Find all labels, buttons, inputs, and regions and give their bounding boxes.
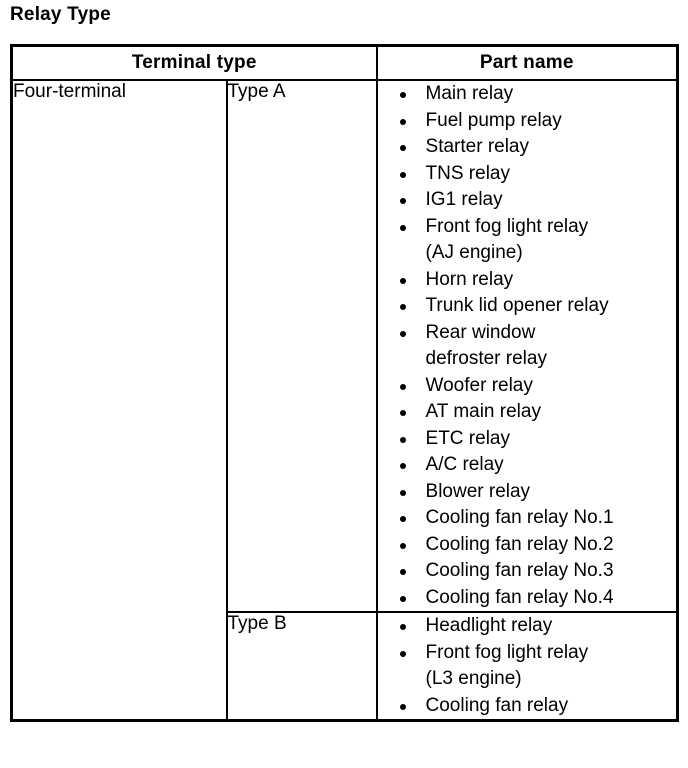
list-item: Trunk lid opener relay <box>378 293 677 320</box>
cell-part-list-type-a: Main relay Fuel pump relay Starter relay… <box>375 79 679 613</box>
list-item: AT main relay <box>378 399 677 426</box>
list-item: Fuel pump relay <box>378 108 677 135</box>
list-item: Front fog light relay (AJ engine) <box>378 214 677 267</box>
list-item: Rear window defroster relay <box>378 320 677 373</box>
list-item: ETC relay <box>378 426 677 453</box>
list-item: Blower relay <box>378 479 677 506</box>
list-item: Headlight relay <box>378 613 677 640</box>
list-item: IG1 relay <box>378 187 677 214</box>
part-list-type-a: Main relay Fuel pump relay Starter relay… <box>378 81 677 611</box>
list-item: Cooling fan relay <box>378 693 677 720</box>
page-title: Relay Type <box>10 4 111 25</box>
list-item: Woofer relay <box>378 373 677 400</box>
column-header-part-name: Part name <box>375 44 679 81</box>
cell-terminal-four-terminal: Four-terminal <box>10 79 228 722</box>
list-item: Horn relay <box>378 267 677 294</box>
list-item: Main relay <box>378 81 677 108</box>
column-header-terminal-type: Terminal type <box>10 44 378 81</box>
table-header-row: Terminal type Part name <box>10 44 679 81</box>
list-item: Cooling fan relay No.2 <box>378 532 677 559</box>
list-item: TNS relay <box>378 161 677 188</box>
table-row: Type B Headlight relay Front fog light r… <box>12 611 679 722</box>
list-item: Cooling fan relay No.1 <box>378 505 677 532</box>
relay-type-table: Terminal type Part name Four-terminal Ty… <box>10 44 680 722</box>
list-item: Front fog light relay (L3 engine) <box>378 640 677 693</box>
cell-type-a-label: Type A <box>225 79 378 613</box>
list-item: Cooling fan relay No.4 <box>378 585 677 612</box>
cell-type-b-label: Type B <box>225 611 378 722</box>
cell-part-list-type-b: Headlight relay Front fog light relay (L… <box>375 611 679 722</box>
table-row: Four-terminal Type A Main relay Fuel pum… <box>10 79 679 722</box>
list-item: Cooling fan relay No.3 <box>378 558 677 585</box>
list-item: A/C relay <box>378 452 677 479</box>
list-item: Starter relay <box>378 134 677 161</box>
part-list-type-b: Headlight relay Front fog light relay (L… <box>378 613 677 719</box>
